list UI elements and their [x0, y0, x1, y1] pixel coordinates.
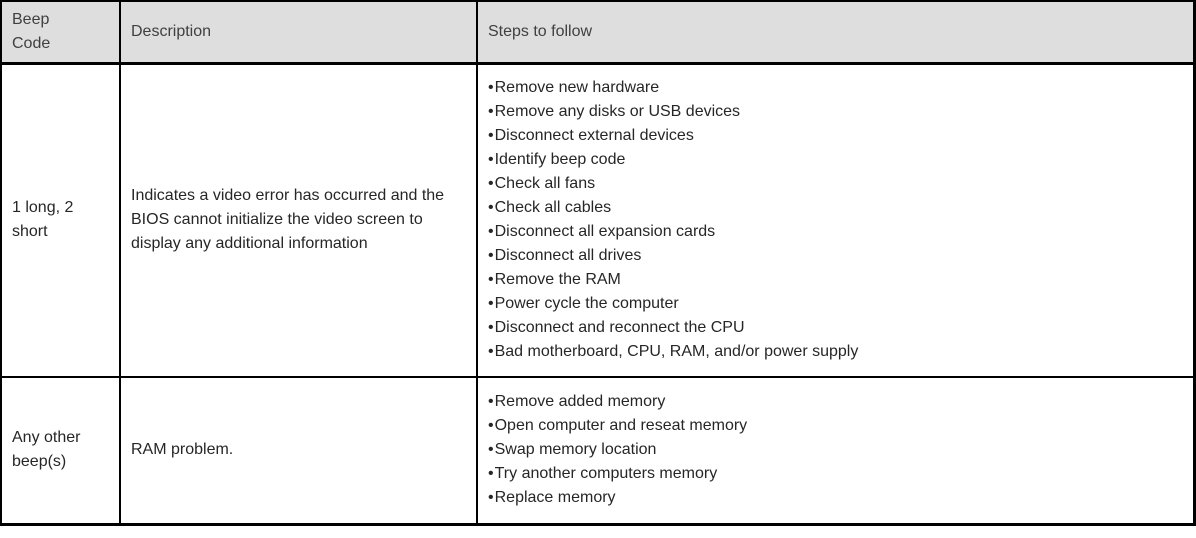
description-value: Indicates a video error has occurred and… [131, 187, 445, 253]
step-item: •Disconnect and reconnect the CPU [488, 316, 1183, 340]
header-cell-steps: Steps to follow [476, 0, 1195, 65]
bullet-icon: • [488, 271, 494, 289]
step-item: •Replace memory [488, 486, 1183, 510]
description-cell: RAM problem. [119, 376, 478, 525]
step-item: •Bad motherboard, CPU, RAM, and/or power… [488, 340, 1183, 364]
step-text: Check all cables [494, 199, 612, 217]
step-text: Remove new hardware [494, 79, 660, 97]
header-label-beep-code: Beep Code [12, 10, 51, 52]
header-row: Beep Code Description Steps to follow [0, 0, 1195, 65]
header-label-steps: Steps to follow [488, 22, 593, 40]
step-text: Remove the RAM [494, 271, 621, 289]
step-text: Remove any disks or USB devices [494, 103, 741, 121]
bullet-icon: • [488, 223, 494, 241]
step-item: •Check all cables [488, 196, 1183, 220]
bullet-icon: • [488, 151, 494, 169]
bullet-icon: • [488, 199, 494, 217]
step-item: •Open computer and reseat memory [488, 414, 1183, 438]
step-text: Disconnect all expansion cards [494, 223, 716, 241]
bullet-icon: • [488, 247, 494, 265]
bullet-icon: • [488, 393, 494, 411]
step-text: Disconnect external devices [494, 127, 694, 145]
step-text: Power cycle the computer [494, 295, 679, 313]
step-item: •Remove the RAM [488, 268, 1183, 292]
steps-list: •Remove added memory•Open computer and r… [488, 390, 1183, 510]
bullet-icon: • [488, 465, 494, 483]
header-cell-description: Description [119, 0, 478, 65]
step-text: Identify beep code [494, 151, 626, 169]
step-item: •Power cycle the computer [488, 292, 1183, 316]
step-item: •Remove new hardware [488, 76, 1183, 100]
description-cell: Indicates a video error has occurred and… [119, 62, 478, 378]
steps-list: •Remove new hardware•Remove any disks or… [488, 76, 1183, 364]
bullet-icon: • [488, 79, 494, 97]
step-item: •Remove any disks or USB devices [488, 100, 1183, 124]
bullet-icon: • [488, 489, 494, 507]
bullet-icon: • [488, 127, 494, 145]
beep-codes-table: Beep Code Description Steps to follow 1 … [0, 0, 1196, 526]
step-text: Replace memory [494, 489, 616, 507]
step-text: Bad motherboard, CPU, RAM, and/or power … [494, 343, 859, 361]
steps-cell: •Remove new hardware•Remove any disks or… [476, 62, 1195, 378]
bullet-icon: • [488, 103, 494, 121]
step-item: •Check all fans [488, 172, 1183, 196]
beep-code-cell: Any other beep(s) [0, 376, 121, 525]
header-cell-beep-code: Beep Code [0, 0, 121, 65]
step-item: •Try another computers memory [488, 462, 1183, 486]
beep-code-cell: 1 long, 2 short [0, 62, 121, 378]
step-text: Try another computers memory [494, 465, 718, 483]
bullet-icon: • [488, 343, 494, 361]
beep-code-value: Any other beep(s) [12, 429, 81, 471]
step-item: •Disconnect all drives [488, 244, 1183, 268]
step-item: •Disconnect all expansion cards [488, 220, 1183, 244]
step-text: Disconnect and reconnect the CPU [494, 319, 745, 337]
table-row: Any other beep(s) RAM problem. •Remove a… [0, 376, 1195, 525]
step-text: Check all fans [494, 175, 596, 193]
description-value: RAM problem. [131, 441, 234, 459]
step-item: •Remove added memory [488, 390, 1183, 414]
step-item: •Identify beep code [488, 148, 1183, 172]
step-text: Disconnect all drives [494, 247, 642, 265]
table-row: 1 long, 2 short Indicates a video error … [0, 62, 1195, 378]
bullet-icon: • [488, 417, 494, 435]
step-text: Remove added memory [494, 393, 666, 411]
bullet-icon: • [488, 319, 494, 337]
step-item: •Swap memory location [488, 438, 1183, 462]
header-label-description: Description [131, 22, 212, 40]
step-text: Swap memory location [494, 441, 657, 459]
bullet-icon: • [488, 441, 494, 459]
bullet-icon: • [488, 175, 494, 193]
bullet-icon: • [488, 295, 494, 313]
beep-code-value: 1 long, 2 short [12, 199, 74, 241]
step-item: •Disconnect external devices [488, 124, 1183, 148]
step-text: Open computer and reseat memory [494, 417, 748, 435]
steps-cell: •Remove added memory•Open computer and r… [476, 376, 1195, 525]
